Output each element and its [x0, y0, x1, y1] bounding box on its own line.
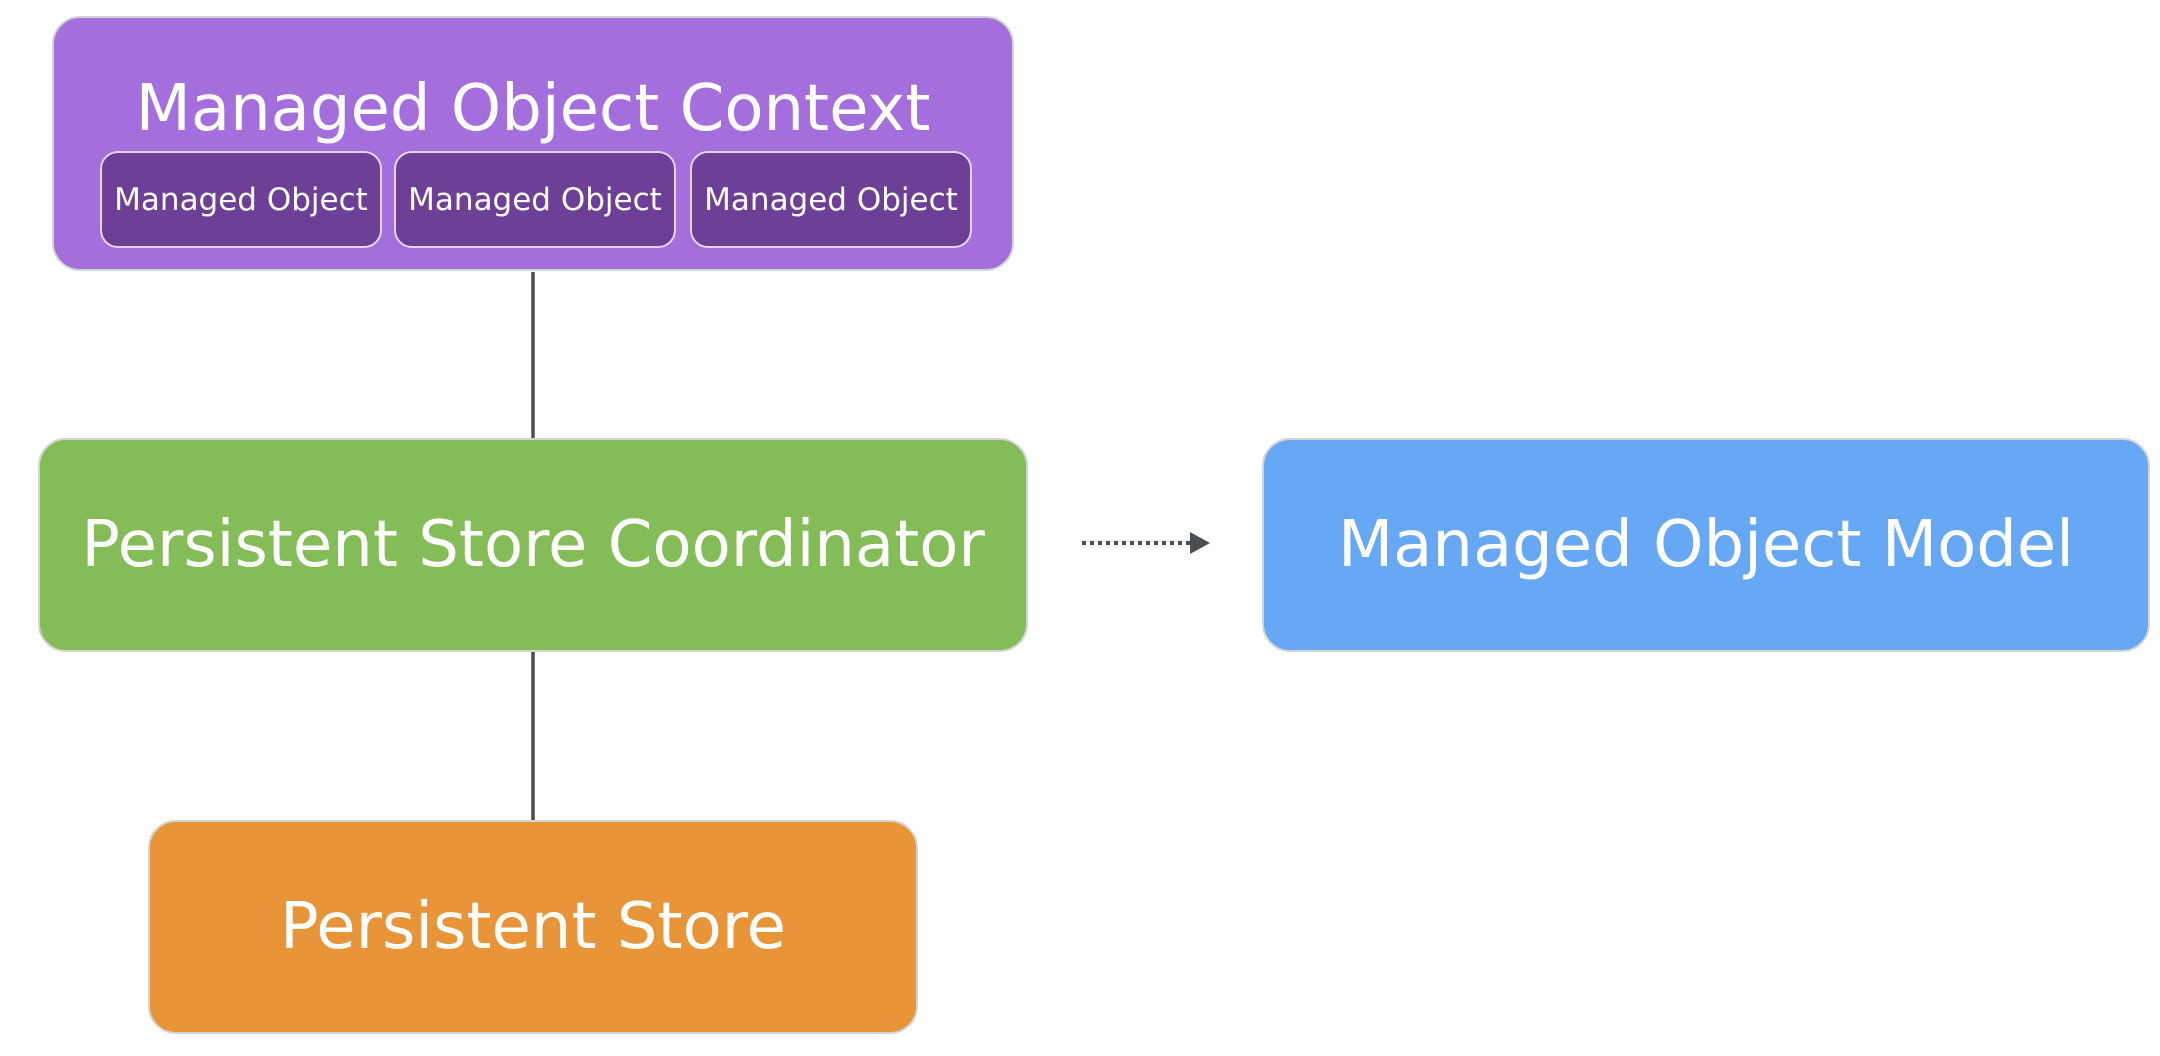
managed-object-context-title: Managed Object Context: [135, 72, 931, 146]
persistent-store-coordinator-box: Persistent Store Coordinator: [38, 438, 1028, 652]
managed-object-model-box: Managed Object Model: [1262, 438, 2150, 652]
managed-object-box: Managed Object: [100, 151, 382, 248]
persistent-store-label: Persistent Store: [279, 890, 787, 964]
managed-object-box: Managed Object: [394, 151, 676, 248]
persistent-store-coordinator-label: Persistent Store Coordinator: [81, 508, 985, 582]
persistent-store-box: Persistent Store: [148, 820, 918, 1034]
managed-object-box: Managed Object: [690, 151, 972, 248]
arrowhead-icon: [1190, 532, 1210, 554]
managed-object-model-label: Managed Object Model: [1337, 508, 2075, 582]
managed-object-context-box: Managed Object Context Managed Object Ma…: [52, 16, 1014, 271]
